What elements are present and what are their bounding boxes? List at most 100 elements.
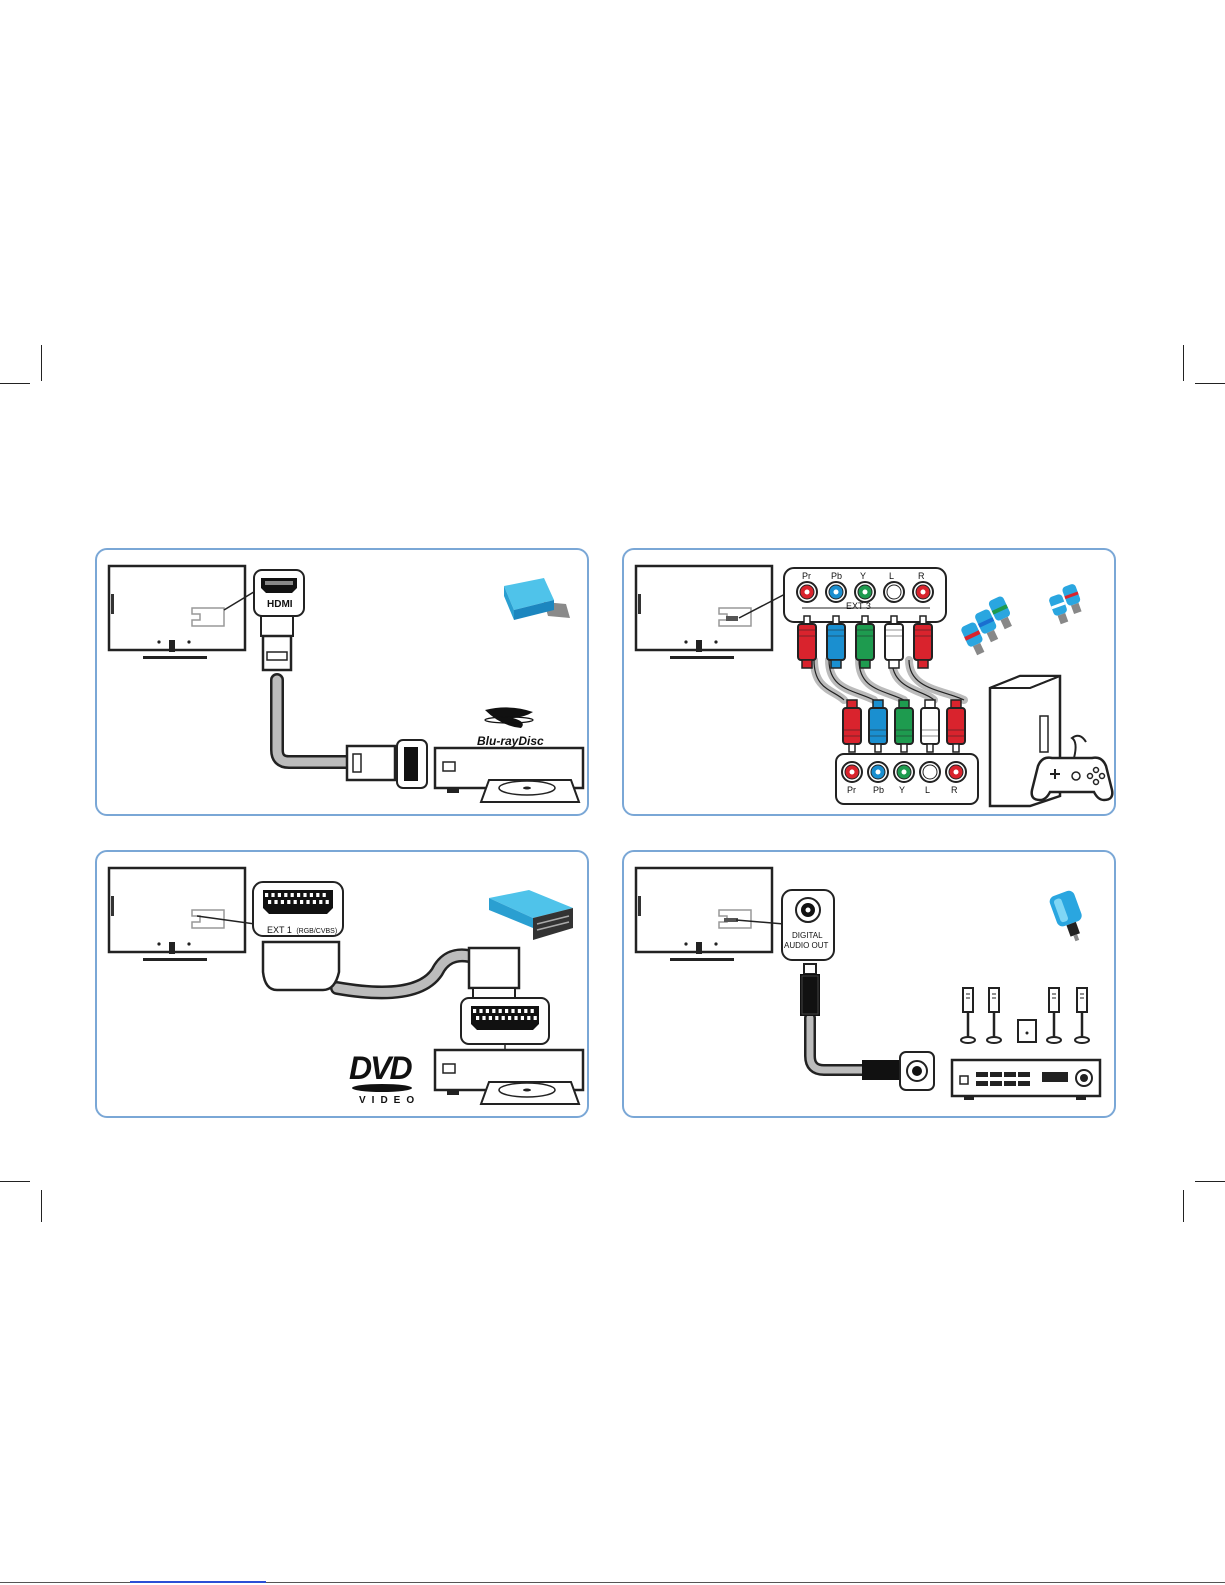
device-connector-label: R	[951, 786, 958, 795]
hdmi-cable	[261, 616, 395, 780]
scart-pin	[313, 900, 316, 904]
rca-plug-icon	[914, 616, 932, 668]
device-jack-panel	[836, 754, 978, 804]
scart-pin	[482, 1016, 485, 1020]
crop-mark	[1195, 383, 1225, 384]
scart-pin	[303, 893, 306, 897]
dvd-logo-sub: VIDEO	[359, 1096, 420, 1106]
scart-pin	[502, 1016, 505, 1020]
scart-pin	[499, 1009, 502, 1013]
speaker-icon	[1047, 988, 1061, 1043]
scart-pin	[310, 893, 313, 897]
ext3-connector-label: L	[889, 572, 894, 581]
scart-pin	[268, 900, 271, 904]
optical-plug-adapter-icon	[1048, 889, 1090, 945]
rca-jack-icon	[842, 762, 862, 782]
scart-pin	[518, 1009, 521, 1013]
bluray-logo-text: Blu-rayDisc	[477, 732, 544, 750]
speaker-icon	[961, 988, 975, 1043]
bluray-player-icon	[435, 748, 583, 802]
scart-pin	[291, 893, 294, 897]
rca-plug-icon	[921, 700, 939, 752]
ext3-connector-label: Pb	[831, 572, 842, 581]
scart-cable	[263, 942, 519, 1002]
hdmi-adapter-icon	[504, 578, 570, 620]
bluray-logo	[485, 707, 533, 728]
dvd-player-icon	[435, 1050, 583, 1104]
tv-outline-icon	[109, 868, 245, 961]
speaker-icon	[987, 988, 1001, 1043]
ext3-connector-label: Y	[860, 572, 866, 581]
scart-pin	[473, 1009, 476, 1013]
crop-mark	[41, 1190, 42, 1222]
scart-port-icon	[461, 998, 549, 1044]
scart-pin	[323, 893, 326, 897]
scart-pin	[306, 900, 309, 904]
rca-jack-icon	[868, 762, 888, 782]
scart-pin	[505, 1009, 508, 1013]
scart-pin	[326, 900, 329, 904]
ext1-port-sublabel: (RGB/CVBS)	[296, 928, 337, 935]
crop-mark	[1183, 345, 1184, 381]
bluray-logo-main: Blu-ray	[477, 734, 518, 748]
rca-jack-icon	[920, 762, 940, 782]
scart-pin	[492, 1009, 495, 1013]
scart-pin	[521, 1016, 524, 1020]
ext3-connector-label: Pr	[802, 572, 811, 581]
scart-pin	[527, 1016, 530, 1020]
crop-mark	[1195, 1181, 1225, 1182]
rca-jack-icon	[884, 582, 904, 602]
hdmi-connection-panel: HDMI Blu-rayDisc	[95, 548, 589, 816]
digital-audio-label-line2: AUDIO OUT	[784, 942, 828, 950]
device-connector-label: Pr	[847, 786, 856, 795]
device-connector-label: Pb	[873, 786, 884, 795]
rca-jack-icon	[826, 582, 846, 602]
scart-pin	[524, 1009, 527, 1013]
ext3-group-label: EXT 3	[846, 602, 871, 611]
scart-pin	[476, 1016, 479, 1020]
ext3-connector-label: R	[918, 572, 925, 581]
rca-jack-icon	[894, 762, 914, 782]
rca-jack-icon	[797, 582, 817, 602]
speaker-icon	[1075, 988, 1089, 1043]
scart-pin	[489, 1016, 492, 1020]
crop-mark	[41, 345, 42, 381]
scart-pin	[495, 1016, 498, 1020]
scart-pin	[278, 893, 281, 897]
crop-mark	[1183, 1190, 1184, 1222]
rca-plug-icon	[869, 700, 887, 752]
component-connection-panel: PrPbYLR EXT 3 PrPbYLR	[622, 548, 1116, 816]
digital-audio-connection-panel: DIGITAL AUDIO OUT	[622, 850, 1116, 1118]
rca-jack-icon	[946, 762, 966, 782]
scart-pin	[265, 893, 268, 897]
scart-pin	[316, 893, 319, 897]
optical-cable	[800, 964, 914, 1080]
rca-plug-icon	[885, 616, 903, 668]
rca-plug-icon	[798, 616, 816, 668]
rca-plug-icon	[843, 700, 861, 752]
crop-mark	[0, 383, 30, 384]
scart-pin	[531, 1009, 534, 1013]
scart-pin	[479, 1009, 482, 1013]
crop-mark	[0, 1181, 30, 1182]
scart-pin	[294, 900, 297, 904]
rca-jack-icon	[855, 582, 875, 602]
scart-pin	[274, 900, 277, 904]
tv-outline-icon	[109, 566, 245, 659]
rca-plug-icon	[895, 700, 913, 752]
scart-pin	[534, 1016, 537, 1020]
scart-adapter-icon	[489, 890, 573, 940]
rca-plug-icon	[827, 616, 845, 668]
tv-outline-icon	[636, 868, 772, 961]
subwoofer-icon	[1018, 1020, 1036, 1042]
ext1-port-label: EXT 1	[267, 925, 292, 935]
home-theater-icon	[952, 1060, 1100, 1100]
scart-pin	[300, 900, 303, 904]
scart-pin	[284, 893, 287, 897]
scart-pin	[271, 893, 274, 897]
scart-pin	[511, 1009, 514, 1013]
rca-jack-icon	[913, 582, 933, 602]
scart-connection-panel: EXT 1 (RGB/CVBS) DVD VIDEO	[95, 850, 589, 1118]
hdmi-port-icon	[397, 740, 427, 788]
device-connector-label: Y	[899, 786, 905, 795]
